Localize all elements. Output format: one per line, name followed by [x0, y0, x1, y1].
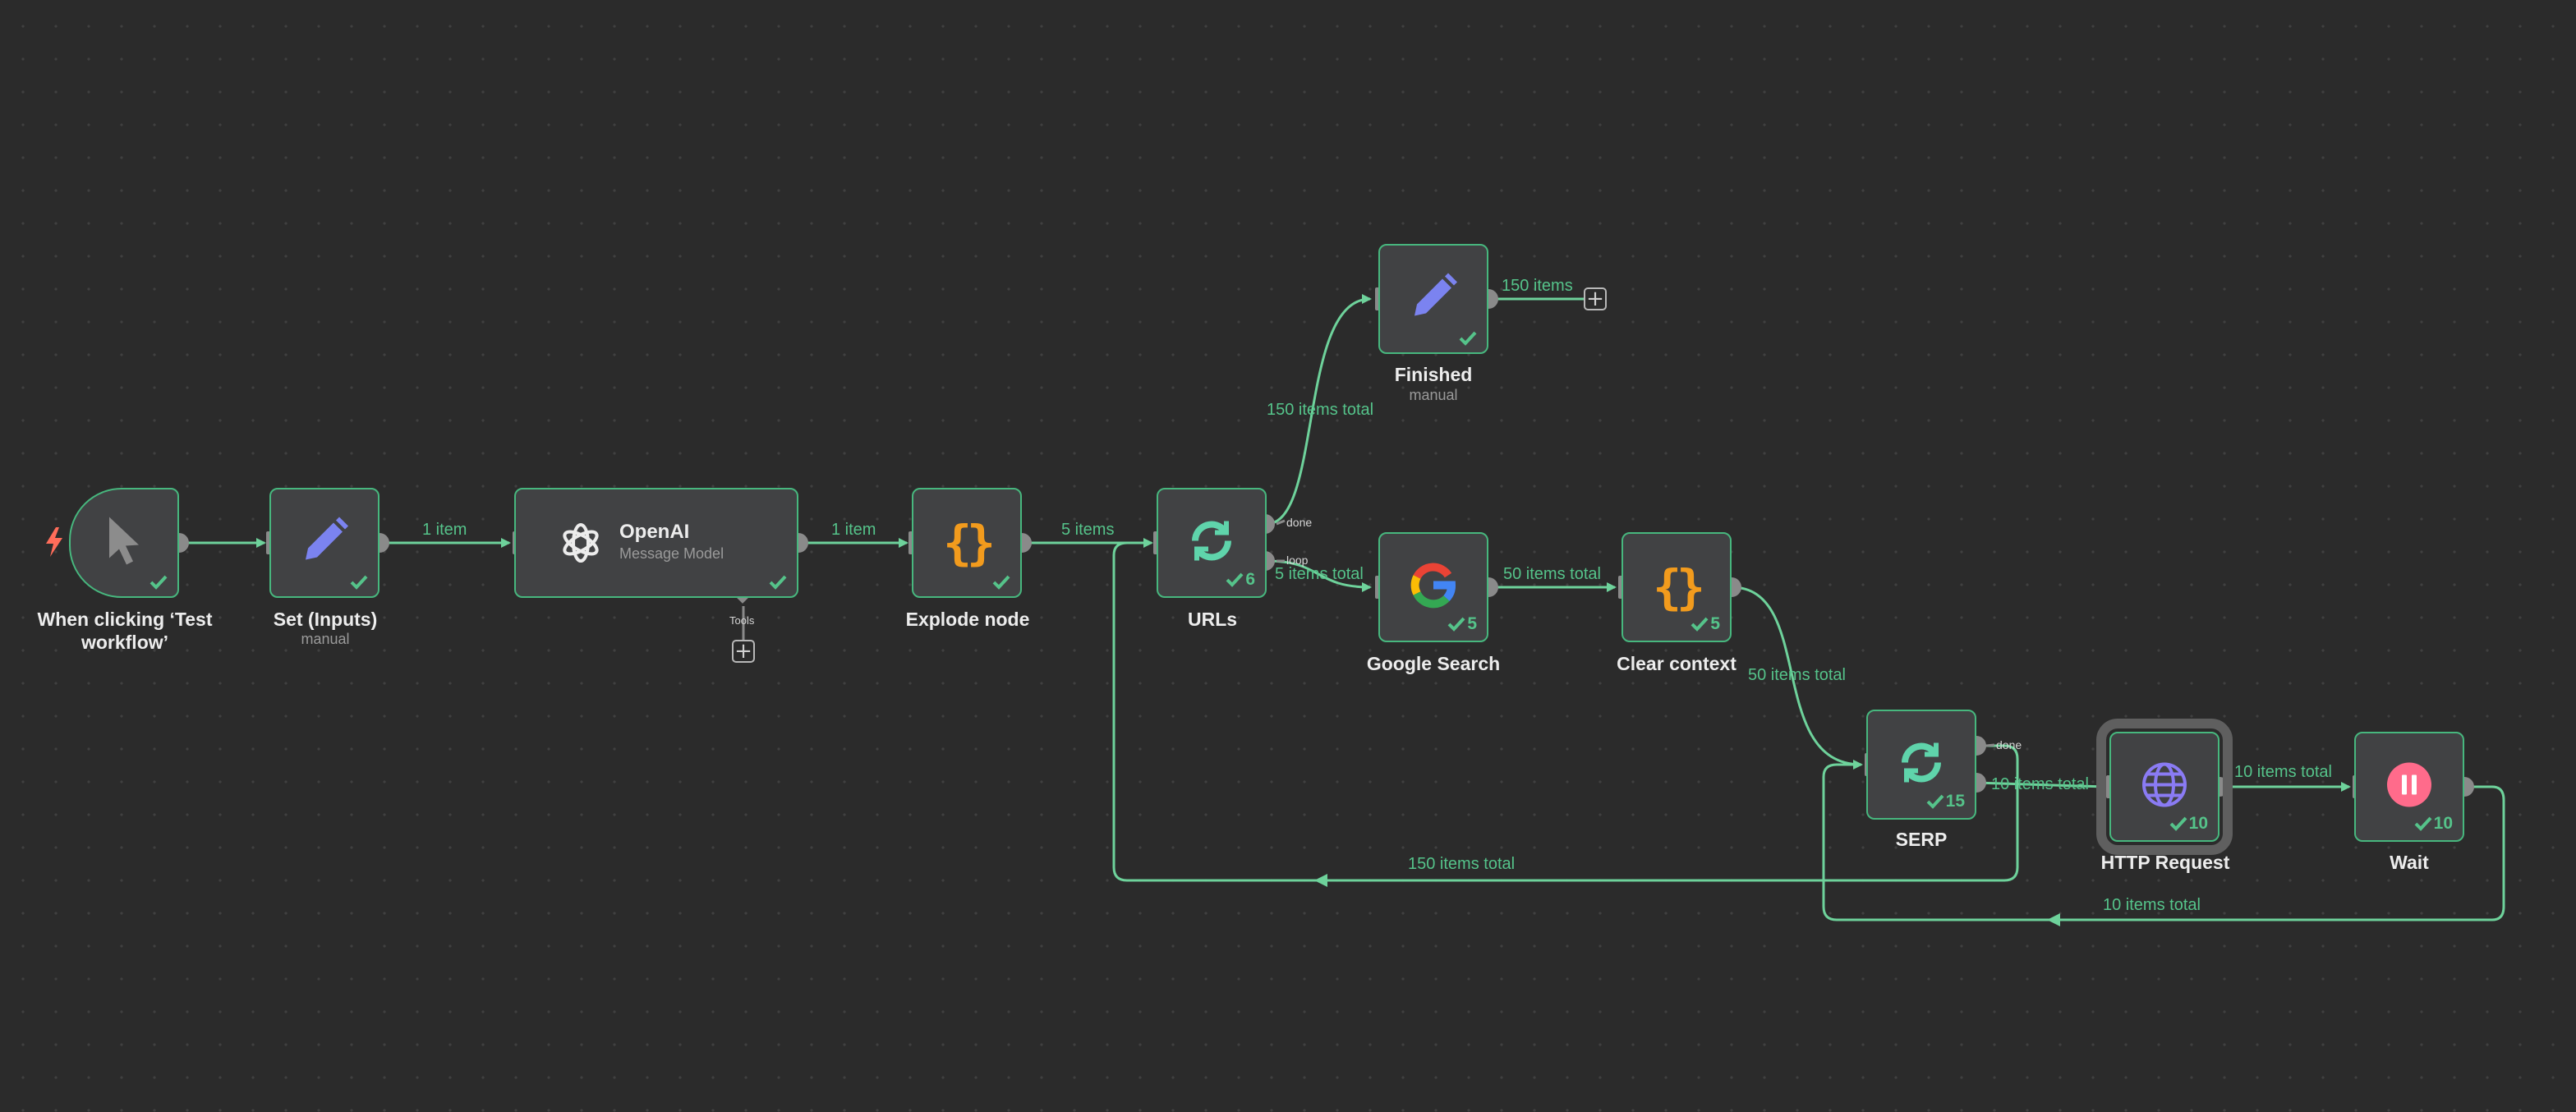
- cursor-icon: [106, 516, 142, 571]
- globe-icon: [2141, 761, 2188, 813]
- node-http-request-label: HTTP Request: [2100, 852, 2230, 873]
- success-count-badge: 6: [1226, 570, 1255, 590]
- node-urls[interactable]: 6: [1157, 488, 1267, 598]
- serp-port-done-label: done: [1996, 738, 2022, 751]
- node-google-label: Google Search: [1366, 653, 1501, 674]
- code-braces-icon: {}: [943, 515, 996, 571]
- success-count-badge: 10: [2414, 814, 2453, 834]
- edge-label-http-wait: 10 items total: [2234, 763, 2332, 781]
- trigger-bolt-icon: [46, 527, 62, 557]
- edge-label-finished-out: 150 items: [1502, 277, 1573, 295]
- success-check-icon: [769, 575, 787, 590]
- edge-clear-serp[interactable]: [1731, 586, 1863, 770]
- node-finished[interactable]: [1378, 244, 1488, 354]
- tools-port-label: Tools: [729, 614, 755, 627]
- success-check-icon: [992, 575, 1010, 590]
- node-openai[interactable]: OpenAI Message Model: [514, 488, 798, 598]
- edge-wait-serp-back[interactable]: [1822, 763, 2505, 921]
- openai-icon: [557, 519, 605, 571]
- node-finished-label: Finished: [1394, 364, 1473, 385]
- edge-serp-urls-back[interactable]: [1112, 541, 2019, 882]
- google-icon: [1410, 563, 1456, 613]
- node-explode[interactable]: {}: [912, 488, 1022, 598]
- node-http-request[interactable]: 10: [2096, 719, 2233, 855]
- node-explode-label: Explode node: [905, 609, 1030, 630]
- node-trigger-label: When clicking ‘Test workflow’: [37, 609, 213, 653]
- success-count-badge: 10: [2169, 814, 2208, 834]
- loop-icon: [1897, 738, 1946, 792]
- add-after-finished-button[interactable]: +: [1584, 287, 1607, 310]
- node-urls-label: URLs: [1187, 609, 1238, 630]
- node-clear-context[interactable]: {} 5: [1622, 532, 1732, 642]
- edge-label-wait-serp-back: 10 items total: [2103, 896, 2201, 914]
- edge-serp-http[interactable]: [1976, 781, 2106, 792]
- node-wait-label: Wait: [2390, 852, 2429, 873]
- urls-port-done-label: done: [1286, 516, 1313, 529]
- node-set-inputs-sub: manual: [301, 631, 350, 647]
- edge-label-urls-finished: 150 items total: [1267, 401, 1374, 419]
- node-openai-title: OpenAI: [619, 521, 690, 543]
- node-wait[interactable]: 10: [2354, 732, 2464, 842]
- edge-label-openai-explode: 1 item: [831, 521, 876, 539]
- node-finished-sub: manual: [1409, 387, 1458, 403]
- edge-urls-finished[interactable]: [1266, 294, 1372, 526]
- node-openai-subtitle: Message Model: [619, 545, 724, 562]
- node-serp[interactable]: 15: [1866, 710, 1976, 820]
- node-set-inputs-label: Set (Inputs): [273, 609, 378, 630]
- edge-label-clear-serp: 50 items total: [1748, 666, 1846, 684]
- success-count-badge: 5: [1447, 614, 1477, 634]
- pencil-icon: [1410, 273, 1457, 325]
- edge-label-google-clear: 50 items total: [1503, 565, 1601, 583]
- node-serp-label: SERP: [1895, 829, 1948, 850]
- edge-label-explode-urls: 5 items: [1061, 521, 1115, 539]
- pencil-icon: [301, 517, 348, 569]
- node-trigger[interactable]: [69, 488, 179, 598]
- pause-icon: [2386, 762, 2432, 812]
- success-count-badge: 5: [1690, 614, 1720, 634]
- success-count-badge: 15: [1926, 792, 1965, 811]
- node-clear-context-label: Clear context: [1617, 653, 1736, 674]
- node-set-inputs[interactable]: [269, 488, 380, 598]
- edge-label-trigger-set: 1 item: [422, 521, 467, 539]
- success-check-icon: [150, 575, 168, 590]
- node-google[interactable]: 5: [1378, 532, 1488, 642]
- edge-label-serp-http: 10 items total: [1991, 775, 2089, 793]
- success-check-icon: [1459, 331, 1477, 346]
- code-braces-icon: {}: [1653, 559, 1705, 615]
- add-tool-button[interactable]: +: [732, 640, 755, 663]
- urls-port-loop-label: loop: [1286, 554, 1309, 567]
- edge-label-urls-google: 5 items total: [1275, 565, 1364, 583]
- edge-label-serp-urls-back: 150 items total: [1408, 855, 1516, 873]
- loop-icon: [1187, 517, 1236, 570]
- success-check-icon: [350, 575, 368, 590]
